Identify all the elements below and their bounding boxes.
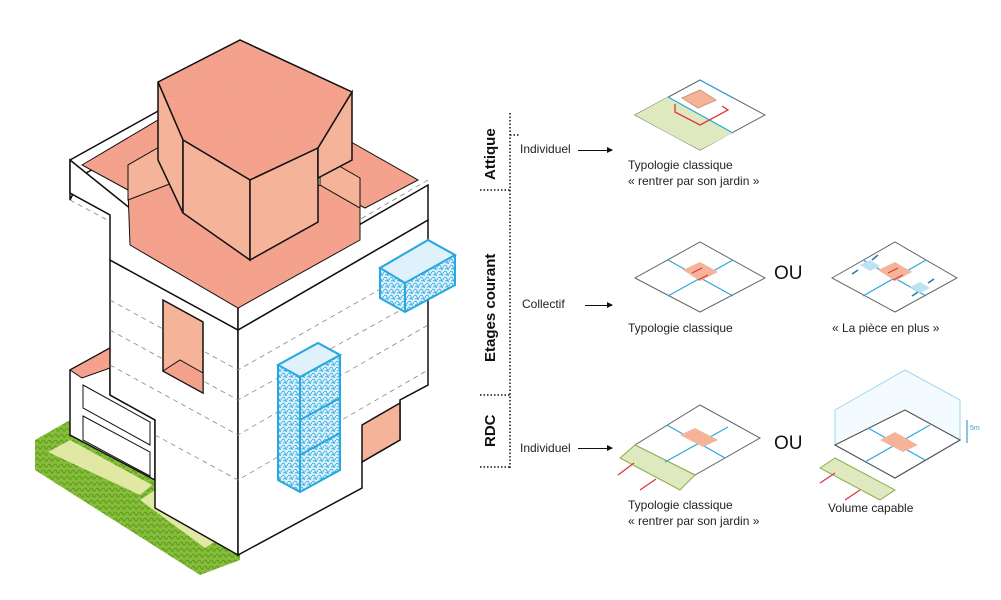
caption-etages-piece: « La pièce en plus » <box>832 321 940 335</box>
plan-extra-room-icon <box>830 241 959 313</box>
attic-volume <box>157 39 354 262</box>
type-label-attique: Individuel <box>520 142 571 156</box>
arrow-icon <box>585 302 613 308</box>
isometric-building-icon <box>35 39 458 575</box>
arrow-icon <box>578 147 613 153</box>
section-title-rdc: RDC <box>482 414 499 448</box>
plan-ground-garden-icon <box>617 404 762 491</box>
type-label-rdc: Individuel <box>520 441 571 455</box>
caption-volume-capable: Volume capable <box>828 501 914 515</box>
section-title-attique: Attique <box>482 128 499 180</box>
caption-etages-classique: Typologie classique <box>628 321 733 335</box>
blue-module-vertical <box>275 341 343 494</box>
blue-module-horizontal <box>378 238 458 314</box>
plan-garden-entry-icon <box>633 79 767 151</box>
plan-volume-icon <box>819 369 968 501</box>
section-title-etages: Etages courant <box>482 253 499 362</box>
or-separator: OU <box>774 263 803 284</box>
or-separator: OU <box>774 433 803 454</box>
caption-attique-line1: Typologie classique <box>628 158 733 172</box>
type-label-etages: Collectif <box>522 297 565 311</box>
caption-rdc-line1: Typologie classique <box>628 498 733 512</box>
arrow-icon <box>578 445 613 451</box>
caption-attique-line2: « rentrer par son jardin » <box>628 174 760 188</box>
window <box>162 298 204 395</box>
caption-rdc-line2: « rentrer par son jardin » <box>628 514 760 528</box>
dimension-label: 5m <box>970 425 980 432</box>
plan-collective-icon <box>633 241 767 313</box>
